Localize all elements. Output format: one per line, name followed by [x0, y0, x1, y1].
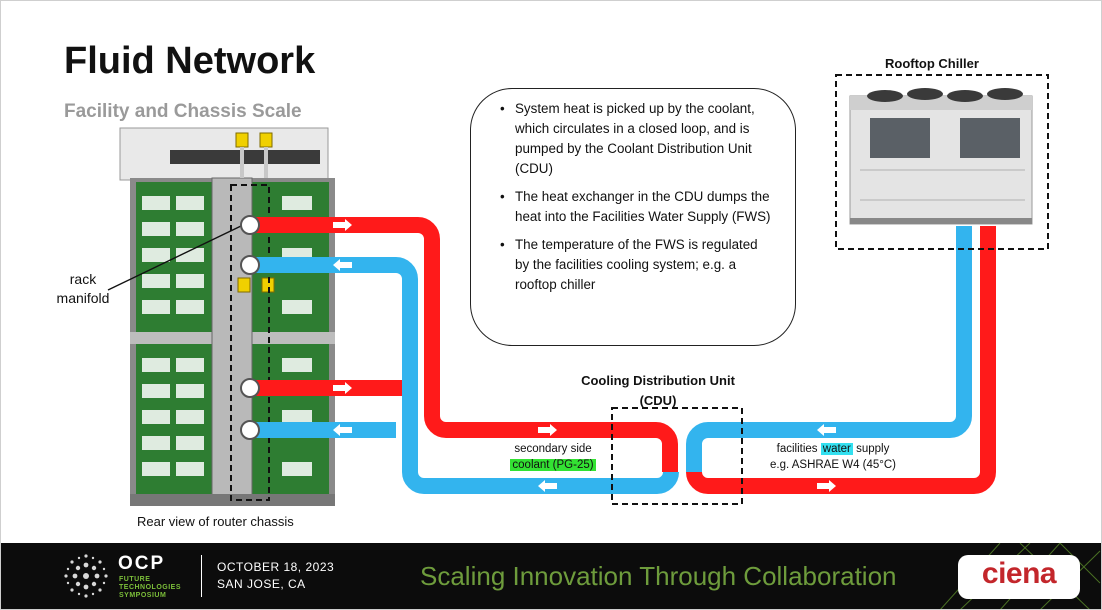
ciena-logo: ciena: [958, 555, 1080, 599]
info-bullet: The heat exchanger in the CDU dumps the …: [500, 187, 775, 227]
rack-manifold-outline: [230, 184, 270, 501]
rack-caption: Rear view of router chassis: [137, 514, 294, 529]
ciena-logo-text: ciena: [981, 557, 1057, 590]
facilities-highlight: water: [820, 443, 853, 455]
manifold-connectors: [240, 215, 260, 440]
secondary-coolant-label: secondary side coolant (PG-25): [498, 441, 608, 473]
footer-decoration: [939, 543, 1101, 610]
info-bullet: The temperature of the FWS is regulated …: [500, 235, 775, 295]
ocp-sub-line1: FUTURE: [119, 576, 151, 583]
footer-divider: [201, 555, 202, 597]
facilities-line2: e.g. ASHRAE W4 (45°C): [769, 459, 897, 471]
slide-title: Fluid Network: [64, 40, 316, 82]
chiller-outline: [835, 74, 1049, 250]
info-callout: System heat is picked up by the coolant,…: [470, 88, 796, 346]
flow-arrows: [333, 219, 836, 492]
ocp-globe-icon: [64, 554, 108, 598]
router-chassis-image: [119, 127, 335, 506]
chiller-title: Rooftop Chiller: [885, 56, 979, 71]
cdu-title: Cooling Distribution Unit (CDU): [578, 371, 738, 411]
cdu-title-line2: (CDU): [639, 393, 677, 408]
rooftop-chiller-image: [849, 88, 1033, 225]
rack-label-line2: manifold: [56, 290, 110, 306]
info-bullet: System heat is picked up by the coolant,…: [500, 99, 775, 179]
rack-manifold-pointer: [107, 225, 242, 291]
event-date: OCTOBER 18, 2023: [217, 560, 335, 574]
facilities-post: supply: [856, 443, 890, 455]
secondary-loop: [248, 217, 679, 494]
event-location: SAN JOSE, CA: [217, 577, 306, 591]
cdu-title-line1: Cooling Distribution Unit: [581, 373, 735, 388]
slide-subtitle: Facility and Chassis Scale: [64, 101, 302, 122]
rack-label-line1: rack: [69, 271, 97, 287]
rack-manifold-label: rack manifold: [48, 270, 118, 308]
facilities-water-label: facilities water supply e.g. ASHRAE W4 (…: [748, 441, 918, 473]
facilities-pre: facilities: [776, 443, 818, 455]
ocp-sub-line2: TECHNOLOGIES: [119, 584, 182, 591]
secondary-line2: coolant (PG-25): [510, 459, 596, 471]
diagram-graphics: [107, 74, 1049, 506]
cdu-outline: [611, 407, 743, 505]
ocp-sub-line3: SYMPOSIUM: [119, 592, 167, 599]
footer-bar: OCP FUTURE TECHNOLOGIES SYMPOSIUM OCTOBE…: [0, 543, 1102, 610]
secondary-line1: secondary side: [514, 443, 592, 455]
event-tagline: Scaling Innovation Through Collaboration: [420, 561, 897, 591]
ocp-logo-text: OCP: [118, 553, 166, 574]
